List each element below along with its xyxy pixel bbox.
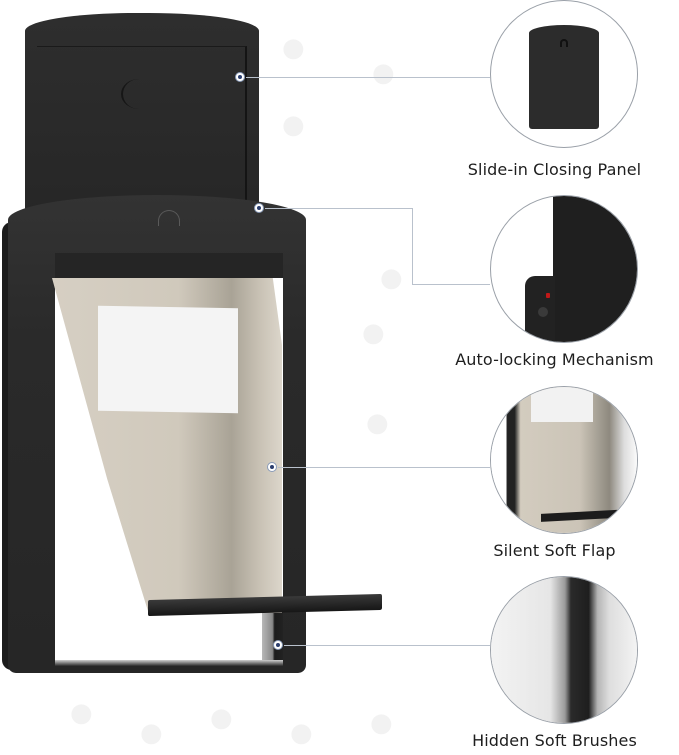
callout-line-soft-brushes — [284, 645, 490, 646]
feature-auto-locking: Auto-locking Mechanism — [430, 190, 679, 380]
panel-knob — [560, 39, 568, 47]
callout-dot-auto-locking — [255, 204, 263, 212]
callout-line-auto-locking-b — [412, 208, 413, 284]
panel-handle-notch — [121, 79, 157, 109]
feature-image-soft-flap — [490, 386, 638, 534]
panel-edge — [37, 46, 247, 221]
feature-image-auto-locking — [490, 195, 638, 343]
callout-line-auto-locking-a — [265, 208, 412, 209]
brush-post — [262, 607, 283, 662]
callout-line-auto-locking-c — [412, 284, 490, 285]
callout-dot-soft-flap — [268, 463, 276, 471]
feature-label-soft-flap: Silent Soft Flap — [493, 541, 616, 560]
callout-dot-closing-panel — [236, 73, 244, 81]
feature-image-soft-brushes — [490, 576, 638, 724]
flap-hinge-bar — [55, 253, 283, 278]
feature-label-auto-locking: Auto-locking Mechanism — [455, 350, 654, 369]
brand-logo-icon — [158, 210, 180, 226]
callout-dot-soft-brushes — [274, 641, 282, 649]
feature-soft-brushes: Hidden Soft Brushes — [430, 570, 679, 755]
pet-door-illustration — [2, 13, 382, 673]
flap-window — [98, 305, 238, 414]
closing-panel-thumbnail — [529, 25, 599, 129]
indicator-led-icon — [546, 293, 550, 298]
flap-window-closeup — [531, 387, 593, 422]
closing-panel — [25, 13, 259, 223]
frame-closeup — [553, 196, 637, 342]
feature-image-closing-panel — [490, 0, 638, 148]
lock-button-icon — [538, 307, 548, 317]
callout-line-soft-flap — [278, 467, 490, 468]
feature-closing-panel: Slide-in Closing Panel — [430, 0, 679, 190]
feature-soft-flap: Silent Soft Flap — [430, 380, 679, 570]
brush-closeup — [491, 577, 637, 723]
callout-line-closing-panel — [246, 77, 490, 78]
feature-label-closing-panel: Slide-in Closing Panel — [467, 160, 642, 179]
feature-label-soft-brushes: Hidden Soft Brushes — [472, 731, 637, 750]
opening-sill — [55, 660, 283, 666]
